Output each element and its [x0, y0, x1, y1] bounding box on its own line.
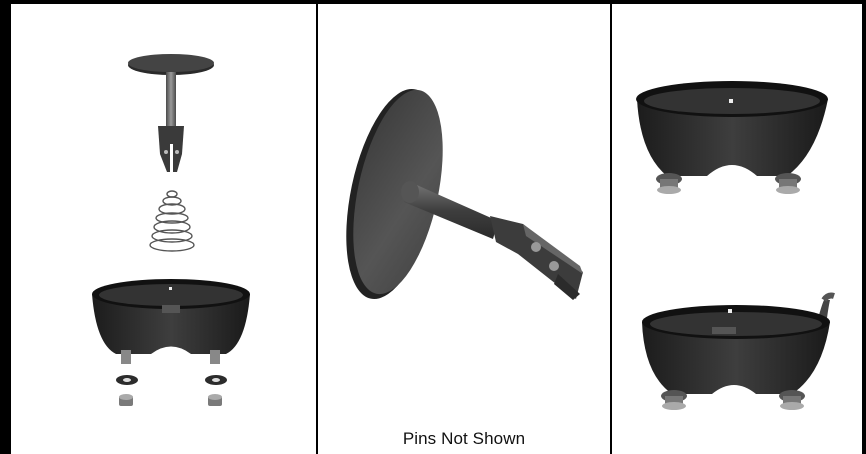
plunger-clevis [490, 216, 583, 300]
plunger-clevis [158, 126, 184, 172]
panel-caption: Pins Not Shown [318, 429, 610, 449]
plunger-disc [128, 54, 214, 75]
feet-nuts [656, 173, 801, 194]
plunger-rod [166, 72, 176, 127]
cup-variant-plain [636, 81, 828, 194]
coil-spring [150, 191, 194, 251]
washers [116, 375, 227, 385]
plunger-illustration [318, 4, 610, 424]
cup-variants-illustration [612, 4, 862, 454]
base-cup [92, 279, 250, 354]
border-left [0, 0, 11, 454]
panel-exploded-assembly [11, 4, 316, 454]
plunger-disc [330, 81, 459, 308]
exploded-assembly-illustration [11, 4, 316, 454]
panel-cup-variants [612, 4, 862, 454]
border-right [862, 0, 866, 454]
nuts [119, 394, 222, 406]
stud-left [121, 350, 131, 364]
panel-plunger-part: Pins Not Shown [318, 4, 610, 454]
cup-variant-with-nozzle [642, 296, 834, 411]
stud-right [210, 350, 220, 364]
